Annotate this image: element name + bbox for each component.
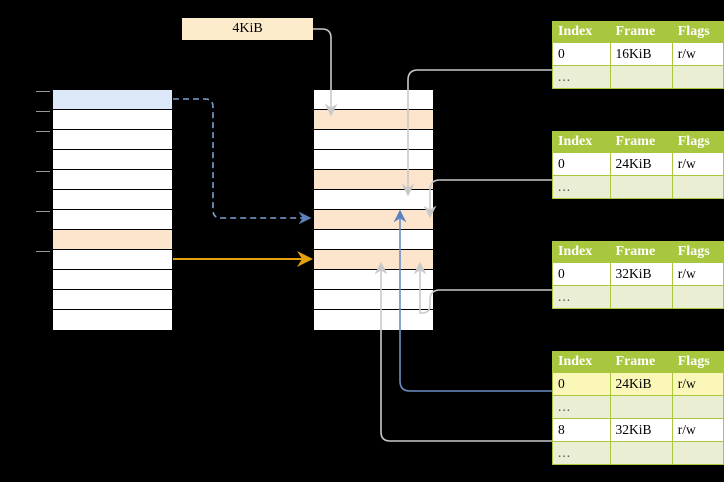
table-row[interactable]: 8 32KiB r/w <box>552 418 724 442</box>
scale-tick <box>36 91 50 92</box>
physical-frame-row[interactable] <box>314 150 433 170</box>
cell-flags: r/w <box>671 152 724 176</box>
cell-index: 8 <box>552 418 611 442</box>
table-row[interactable]: ... <box>552 65 724 89</box>
table-header-row: Index Frame Flags <box>552 241 724 263</box>
column-header-flags: Flags <box>671 351 724 373</box>
cell-index: ... <box>552 65 611 89</box>
cell-frame: 32KiB <box>609 262 673 286</box>
cell-frame <box>609 285 673 309</box>
scale-tick <box>36 131 50 132</box>
cell-flags <box>671 175 724 199</box>
page-size-label: 4KiB <box>182 18 313 40</box>
cell-flags <box>671 65 724 89</box>
column-header-flags: Flags <box>671 131 724 153</box>
table-row[interactable]: 0 24KiB r/w <box>552 152 724 176</box>
table-row[interactable]: ... <box>552 175 724 199</box>
wire-vaddr-to-frame <box>173 98 312 225</box>
cell-index: ... <box>552 441 611 465</box>
physical-frame-row[interactable] <box>314 110 433 130</box>
cell-index: 0 <box>552 372 611 396</box>
table-row[interactable]: 0 16KiB r/w <box>552 42 724 66</box>
scale-tick <box>36 211 50 212</box>
table-row[interactable]: ... <box>552 441 724 465</box>
virtual-page-row[interactable] <box>53 290 172 310</box>
virtual-page-row[interactable] <box>53 250 172 270</box>
cell-flags: r/w <box>671 418 724 442</box>
cell-index: ... <box>552 175 611 199</box>
cell-index: 0 <box>552 152 611 176</box>
cell-index: 0 <box>552 42 611 66</box>
scale-tick <box>36 111 50 112</box>
scale-tick <box>36 171 50 172</box>
physical-frame-row[interactable] <box>314 310 433 330</box>
physical-frame-row[interactable] <box>314 90 433 110</box>
column-header-index: Index <box>552 21 611 43</box>
physical-frame-row[interactable] <box>314 270 433 290</box>
cell-flags <box>671 395 724 419</box>
table-row[interactable]: 0 32KiB r/w <box>552 262 724 286</box>
page-table-level-1: Index Frame Flags 0 16KiB r/w ... <box>552 21 724 89</box>
table-header-row: Index Frame Flags <box>552 351 724 373</box>
column-header-frame: Frame <box>609 241 673 263</box>
physical-frame-row[interactable] <box>314 130 433 150</box>
physical-frame-row[interactable] <box>314 230 433 250</box>
cell-flags <box>671 441 724 465</box>
column-header-index: Index <box>552 131 611 153</box>
column-header-index: Index <box>552 351 611 373</box>
virtual-address-space-column <box>52 89 173 330</box>
virtual-page-row[interactable] <box>53 190 172 210</box>
wire-t3-to-l4-frame <box>413 261 552 314</box>
virtual-page-row[interactable] <box>53 90 172 110</box>
page-table-level-3: Index Frame Flags 0 32KiB r/w ... <box>552 241 724 309</box>
cell-flags: r/w <box>671 42 724 66</box>
wire-t2-to-l3-frame <box>423 179 552 219</box>
page-table-level-4: Index Frame Flags 0 24KiB r/w ... 8 32Ki… <box>552 351 724 465</box>
cell-flags: r/w <box>671 262 724 286</box>
column-header-flags: Flags <box>671 21 724 43</box>
virtual-page-row[interactable] <box>53 110 172 130</box>
cell-frame: 24KiB <box>609 152 673 176</box>
column-header-frame: Frame <box>609 351 673 373</box>
cell-frame: 24KiB <box>609 372 673 396</box>
scale-tick <box>36 251 50 252</box>
physical-frame-row[interactable] <box>314 190 433 210</box>
table-row[interactable]: ... <box>552 285 724 309</box>
page-table-level-2: Index Frame Flags 0 24KiB r/w ... <box>552 131 724 199</box>
virtual-page-row[interactable] <box>53 150 172 170</box>
physical-frame-row[interactable] <box>314 250 433 270</box>
column-header-index: Index <box>552 241 611 263</box>
cell-frame <box>609 65 673 89</box>
cell-frame: 32KiB <box>609 418 673 442</box>
physical-frame-row[interactable] <box>314 290 433 310</box>
table-header-row: Index Frame Flags <box>552 131 724 153</box>
cell-frame <box>609 175 673 199</box>
virtual-page-row[interactable] <box>53 270 172 290</box>
cell-index: 0 <box>552 262 611 286</box>
cell-index: ... <box>552 395 611 419</box>
column-header-frame: Frame <box>609 21 673 43</box>
cell-frame <box>609 441 673 465</box>
cell-flags: r/w <box>671 372 724 396</box>
table-header-row: Index Frame Flags <box>552 21 724 43</box>
cell-flags <box>671 285 724 309</box>
virtual-page-row[interactable] <box>53 310 172 330</box>
cell-index: ... <box>552 285 611 309</box>
virtual-page-row[interactable] <box>53 230 172 250</box>
cell-frame <box>609 395 673 419</box>
virtual-page-row[interactable] <box>53 170 172 190</box>
table-row[interactable]: 0 24KiB r/w <box>552 372 724 396</box>
physical-frame-row[interactable] <box>314 210 433 230</box>
cell-frame: 16KiB <box>609 42 673 66</box>
column-header-frame: Frame <box>609 131 673 153</box>
virtual-page-row[interactable] <box>53 130 172 150</box>
physical-memory-column <box>313 89 434 330</box>
physical-frame-row[interactable] <box>314 170 433 190</box>
virtual-page-row[interactable] <box>53 210 172 230</box>
table-row[interactable]: ... <box>552 395 724 419</box>
column-header-flags: Flags <box>671 241 724 263</box>
